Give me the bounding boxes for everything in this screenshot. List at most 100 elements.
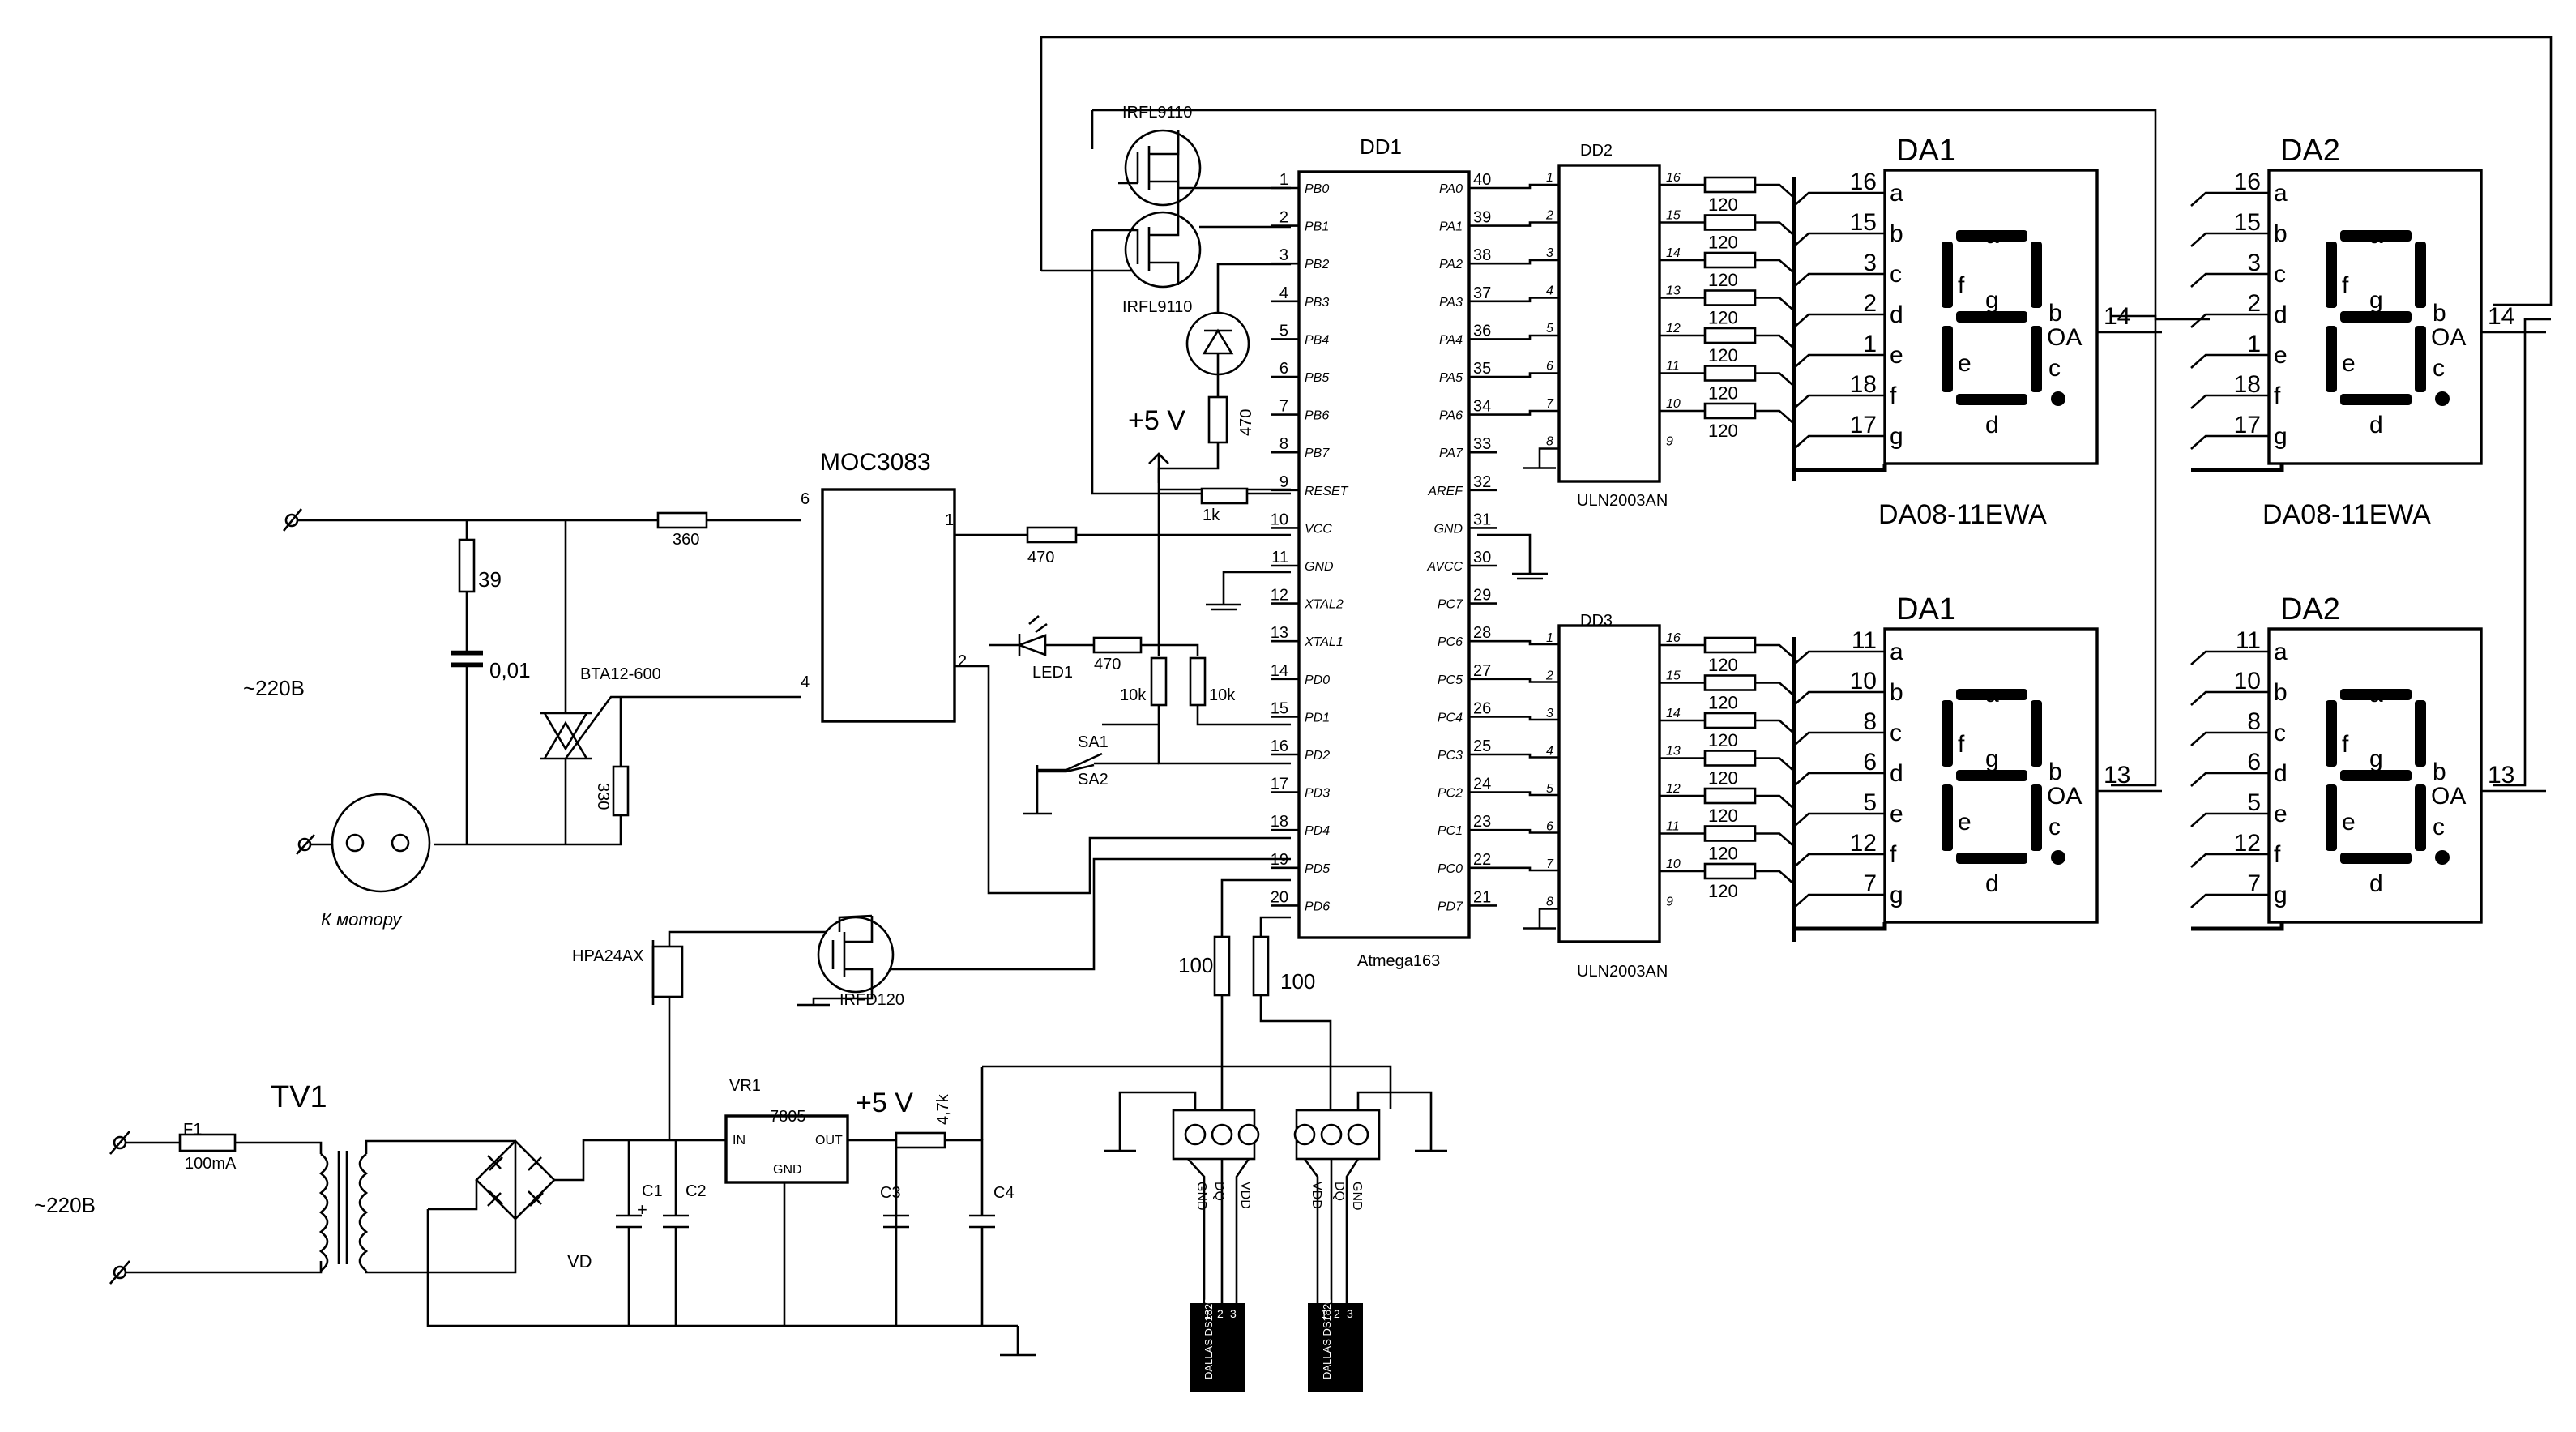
display-part: DA08-11EWA	[2262, 499, 2431, 530]
sensor-b-pin2: DQ	[1332, 1182, 1346, 1201]
triac-label: BTA12-600	[580, 665, 661, 683]
driver-out-pin: 15	[1666, 669, 1681, 683]
inner-oa: OA	[2047, 324, 2082, 351]
segment-pin-num: 5	[2247, 789, 2261, 816]
segment-wire	[2190, 650, 2269, 665]
mcu-right-pin-num: 26	[1473, 699, 1491, 717]
segment-pin-num: 16	[1850, 169, 1877, 195]
segment-wire	[1793, 434, 1885, 450]
segment-wire	[1793, 812, 1885, 827]
display-segment	[1956, 770, 2027, 781]
resistor-bus-entry	[1755, 682, 1795, 697]
segment-wire	[1793, 772, 1885, 787]
motor-label: К мотору	[321, 909, 403, 930]
r-360-label: 360	[673, 531, 699, 549]
c2-label: C2	[686, 1182, 707, 1200]
resistor-120	[1703, 327, 1757, 344]
sa1-label: SA1	[1078, 733, 1109, 751]
resistor-120	[1703, 787, 1757, 805]
v5-out-label: +5 V	[856, 1088, 913, 1118]
resistor-120-label: 120	[1708, 233, 1738, 253]
sensor-a-chip: DALLAS DS1820	[1203, 1298, 1215, 1379]
mcu-left-pin-num: 9	[1279, 473, 1288, 491]
segment-pin-num: 2	[2247, 290, 2261, 317]
segment-letter: d	[2274, 301, 2288, 328]
mcu-left-pin-num: 7	[1279, 398, 1288, 416]
mcu-part: Atmega163	[1357, 952, 1440, 970]
driver-in-pin: 2	[1545, 669, 1553, 683]
mcu-right-pin-name: PA3	[1439, 296, 1463, 310]
segment-wire	[2190, 353, 2269, 369]
resistor-bus-entry	[1755, 794, 1795, 810]
r-10k-b	[1189, 656, 1207, 707]
resistor-bus-entry	[1755, 832, 1795, 848]
c4-label: C4	[993, 1184, 1015, 1202]
mcu-left-pin-num: 2	[1279, 209, 1288, 227]
mcu-right-pin-name: PA4	[1439, 333, 1463, 347]
driver-in-pin: 8	[1546, 435, 1553, 449]
display-dp	[2051, 850, 2065, 865]
resistor-bus-entry	[1755, 372, 1795, 387]
mcu-left-pin-name: PB3	[1305, 296, 1329, 310]
moc-pin2: 2	[958, 652, 967, 670]
vcc-flag: +5 V 1k	[1128, 405, 1291, 536]
mcu-left-pin-num: 16	[1271, 737, 1288, 755]
inner-f: f	[1958, 272, 1965, 299]
display-segment	[1956, 230, 2027, 242]
segment-letter: e	[1890, 801, 1903, 827]
wire-pc-to-dd3	[1497, 791, 1559, 797]
f1-value: 100mA	[185, 1155, 237, 1173]
resistor-120-label: 120	[1708, 194, 1738, 215]
mcu-left-pin-num: 13	[1271, 624, 1288, 642]
display-segment	[2340, 230, 2412, 242]
r-led-label: 470	[1237, 409, 1255, 436]
inner-oa: OA	[2047, 783, 2082, 810]
segment-pin-num: 18	[2234, 371, 2261, 398]
inner-f: f	[1958, 731, 1965, 758]
mcu-left-pin-name: PD5	[1305, 862, 1330, 876]
gnd-pin31	[1477, 533, 1548, 580]
r-470-vcc-label: 470	[1027, 549, 1054, 566]
driver-in-pin: 3	[1546, 246, 1553, 260]
driver-out-pin: 14	[1666, 707, 1681, 720]
driver-in-pin: 2	[1545, 209, 1553, 223]
display-part: DA08-11EWA	[1878, 499, 2047, 530]
segment-letter: d	[1890, 301, 1903, 328]
wire-pa-to-dd2	[1497, 297, 1559, 303]
mcu-right-pin-num: 35	[1473, 360, 1491, 378]
display-segment	[1956, 394, 2027, 405]
driver-out-pin: 12	[1666, 782, 1681, 796]
segment-letter: f	[1890, 841, 1897, 868]
segment-letter: a	[2274, 180, 2288, 207]
display-segment	[1942, 784, 1953, 851]
display-ref: DA2	[2280, 592, 2340, 626]
segment-wire	[2190, 394, 2269, 409]
mcu-left-pin-num: 15	[1271, 699, 1288, 717]
r-10k-b-label: 10k	[1209, 686, 1236, 704]
driver-in-pin: 1	[1546, 631, 1553, 645]
mcu-right-pin-num: 28	[1473, 624, 1491, 642]
segment-letter: f	[2274, 383, 2281, 409]
mcu-left-pin-name: PD1	[1305, 711, 1330, 725]
segment-pin-num: 5	[1863, 789, 1877, 816]
segment-wire	[2190, 690, 2269, 706]
resistor-120	[1703, 674, 1757, 691]
segment-pin-num: 7	[2247, 870, 2261, 897]
resistor-120-label: 120	[1708, 345, 1738, 365]
inner-c: c	[2433, 355, 2445, 382]
segment-wire	[2190, 731, 2269, 746]
resistor-120-label: 120	[1708, 806, 1738, 826]
inner-b: b	[2048, 759, 2062, 785]
display-dp	[2051, 391, 2065, 406]
wire-pa-to-dd2	[1497, 183, 1559, 190]
inner-e: e	[2342, 350, 2356, 377]
resistor-120-label: 120	[1708, 655, 1738, 675]
display-segment	[1956, 689, 2027, 700]
segment-wire	[1793, 893, 1885, 908]
display-segment	[1956, 853, 2027, 864]
resistor-120-label: 120	[1708, 270, 1738, 290]
driver-out-pin: 12	[1666, 322, 1681, 336]
resistor-120-label: 120	[1708, 308, 1738, 328]
resistor-120	[1703, 289, 1757, 306]
mcu-right-pin-name: PA6	[1439, 409, 1463, 423]
